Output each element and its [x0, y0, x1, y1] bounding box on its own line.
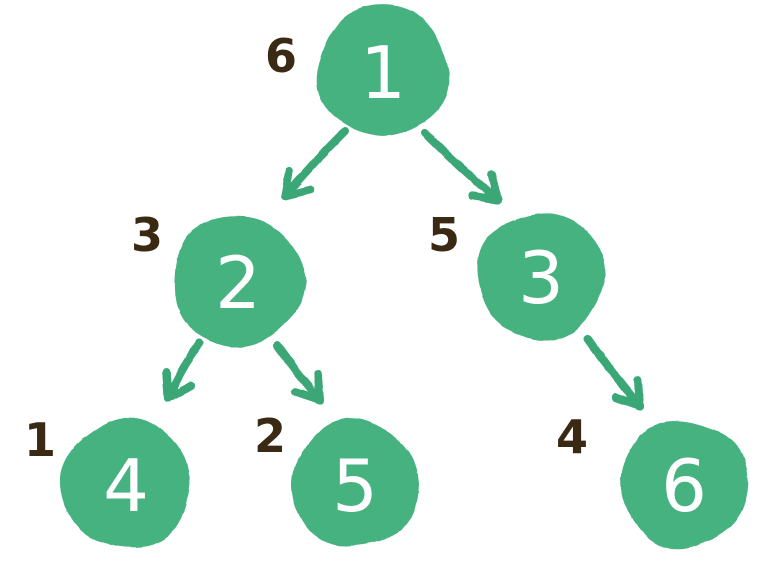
subtree-size-label-for-node-6: 4: [556, 410, 588, 464]
tree-node-3[interactable]: 3: [477, 213, 606, 342]
node-value: 6: [661, 444, 707, 528]
edge-n2-to-n4: [162, 339, 203, 402]
node-value: 1: [360, 31, 406, 115]
tree-node-1[interactable]: 1: [316, 4, 450, 136]
node-circle: [620, 421, 749, 550]
edge-line: [421, 129, 502, 204]
edges-group: [162, 127, 644, 410]
node-circle: [477, 213, 606, 342]
arrowhead-barb: [291, 387, 324, 404]
node-value: 2: [215, 241, 261, 325]
subtree-size-labels-group: 6 3 5 1 2 4: [24, 29, 588, 467]
node-value: 3: [518, 236, 564, 320]
arrowhead-barb: [281, 166, 294, 200]
tree-node-6[interactable]: 6: [620, 421, 749, 550]
tree-node-2[interactable]: 2: [174, 216, 307, 348]
subtree-size-label-for-node-4: 1: [24, 413, 56, 467]
node-circle: [59, 417, 190, 548]
subtree-size-label-for-node-3: 5: [428, 208, 460, 262]
edge-n2-to-n5: [273, 341, 324, 404]
tree-node-5[interactable]: 5: [291, 418, 419, 546]
edge-n1-to-n2: [281, 127, 349, 200]
node-value: 4: [103, 444, 149, 528]
arrowhead-barb: [611, 393, 644, 410]
node-value: 5: [332, 444, 378, 528]
subtree-size-label-for-node-2: 3: [131, 208, 163, 262]
edge-n1-to-n3: [421, 129, 502, 204]
edge-line: [281, 127, 349, 200]
subtree-size-label-for-node-1: 6: [265, 29, 297, 83]
subtree-size-label-for-node-5: 2: [254, 409, 286, 463]
edge-n3-to-n6: [584, 335, 644, 410]
arrowhead-barb: [162, 368, 172, 402]
edge-line: [584, 335, 644, 410]
node-circle: [316, 4, 450, 136]
node-circle: [174, 216, 307, 348]
arrowhead-barb: [468, 191, 502, 204]
node-circle: [291, 418, 419, 546]
tree-node-4[interactable]: 4: [59, 417, 190, 548]
